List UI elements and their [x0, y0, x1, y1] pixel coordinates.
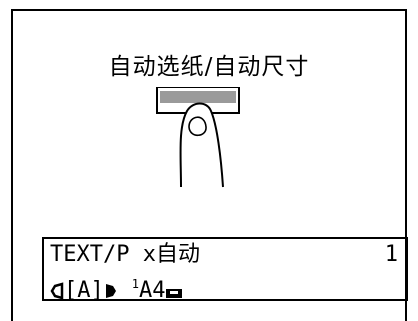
auto-paper-size-key-label: 自动选纸/自动尺寸: [108, 54, 310, 80]
density-setting: [A]: [64, 278, 104, 303]
lcd-row-settings: [A] 1A4: [50, 271, 398, 303]
lcd-row-status: TEXT/P x自动 1: [50, 242, 398, 268]
tray-number: 1: [131, 277, 139, 291]
density-increase-icon: [105, 284, 116, 298]
finger-pressing-icon: [179, 102, 224, 188]
paper-tray-icon: [166, 289, 183, 298]
panel-frame: 自动选纸/自动尺寸 TEXT/P x自动 1 [A] 1A4: [11, 9, 408, 321]
key-press-illustration: [156, 87, 240, 188]
density-decrease-icon: [50, 282, 64, 300]
lcd-display: TEXT/P x自动 1 [A] 1A4: [42, 237, 408, 303]
copy-mode-text: TEXT/P x自动: [50, 242, 200, 267]
paper-size: A4: [138, 278, 166, 303]
copy-count: 1: [384, 242, 398, 267]
